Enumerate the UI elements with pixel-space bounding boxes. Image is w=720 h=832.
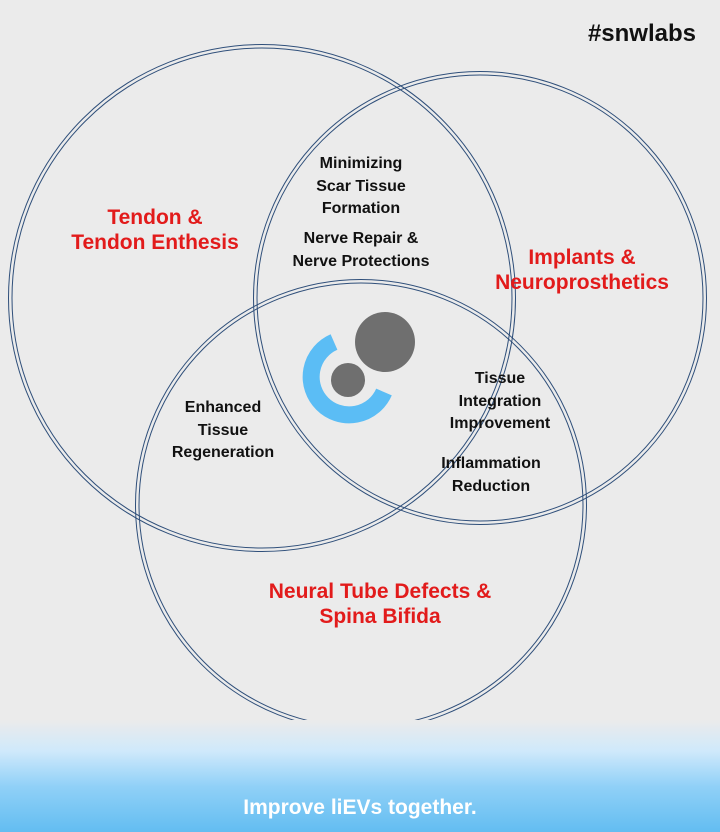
circle-tendon (8, 44, 516, 552)
brand-hashtag: #snwlabs (587, 20, 696, 47)
overlap-left: Enhanced Tissue Regeneration (172, 397, 274, 465)
overlap-right-group2: Inflammation Reduction (441, 453, 541, 498)
label-line: Regeneration (171, 444, 275, 461)
label-line: Improvement (449, 415, 551, 432)
overlap-top-group1: Minimizing Scar Tissue Formation (316, 153, 406, 221)
label-line: Implants & (528, 246, 636, 269)
label-line: Reduction (451, 477, 531, 495)
label-line: Nerve Protections (292, 252, 430, 270)
label-line: Tissue (474, 370, 526, 387)
overlap-top-group2: Nerve Repair & Nerve Protections (293, 228, 430, 273)
label-line: Integration (458, 392, 542, 410)
label-line: Enhanced (184, 399, 262, 416)
label-line: Scar Tissue (316, 177, 406, 195)
label-line: Tendon & (107, 206, 203, 229)
liev-logo-icon (302, 312, 415, 424)
label-implants: Implants & Neuroprosthetics (495, 245, 669, 295)
label-line: Formation (321, 200, 401, 217)
label-line: Nerve Repair & (303, 230, 419, 247)
footer-banner: Improve liEVs together. (0, 720, 720, 832)
circle-implants (253, 71, 707, 525)
overlap-right-group1: Tissue Integration Improvement (450, 368, 550, 436)
label-tendon: Tendon & Tendon Enthesis (71, 205, 239, 255)
label-neural-tube: Neural Tube Defects & Spina Bifida (269, 579, 492, 629)
label-line: Minimizing (319, 155, 403, 172)
label-line: Inflammation (441, 455, 541, 472)
label-line: Tendon Enthesis (71, 231, 239, 254)
label-line: Neural Tube Defects & (268, 580, 492, 603)
footer-tagline: Improve liEVs together. (243, 796, 477, 819)
label-line: Tissue (197, 421, 249, 439)
label-line: Neuroprosthetics (495, 271, 669, 294)
label-line: Spina Bifida (319, 605, 441, 628)
